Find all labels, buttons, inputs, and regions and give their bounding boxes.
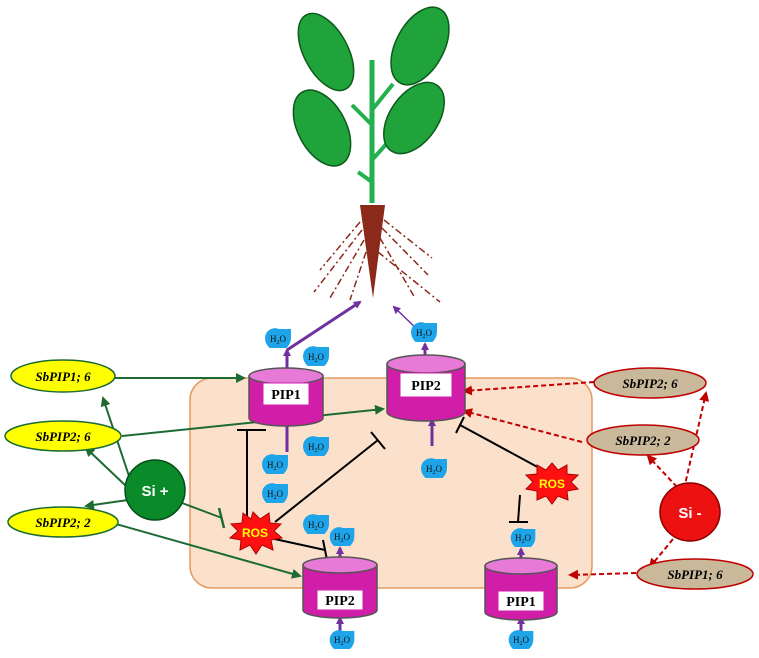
svg-text:SbPIP2; 6: SbPIP2; 6 [35,429,91,444]
svg-text:H2O: H2O [267,489,284,501]
channel-pip1-top: PIP1 [248,367,324,427]
ros-label: ROS [242,526,268,540]
svg-text:H2O: H2O [426,464,443,476]
svg-text:SbPIP2; 2: SbPIP2; 2 [615,433,671,448]
water-drop: H2O [265,328,291,348]
water-drop: H2O [303,436,329,456]
svg-text:H2O: H2O [308,352,325,364]
water-drop: H2O [329,630,355,649]
svg-text:SbPIP1; 6: SbPIP1; 6 [35,369,91,384]
leaf [292,89,352,167]
ros-label: ROS [539,477,565,491]
leaf [390,6,450,86]
pip1-label: PIP1 [271,388,301,403]
leaf [297,12,355,92]
water-drop: H2O [303,346,329,366]
water-drop: H2O [508,630,534,649]
channel-pip2-bottom: PIP2 [302,556,378,619]
root [360,205,385,298]
ros-burst-right: ROS [524,462,580,505]
gene-label-right: SbPIP2; 2 [586,424,700,456]
svg-text:SbPIP2; 2: SbPIP2; 2 [35,515,91,530]
svg-text:H2O: H2O [308,520,325,532]
svg-text:H2O: H2O [308,442,325,454]
svg-text:H2O: H2O [270,334,287,346]
genes-left: SbPIP1; 6 SbPIP2; 6 SbPIP2; 2 [4,359,122,538]
si-minus-node: Si - [659,482,721,542]
plant-branch-mid [350,103,374,127]
svg-text:SbPIP2; 6: SbPIP2; 6 [622,376,678,391]
water-drop: H2O [510,528,536,547]
si-plus-node: Si + [124,459,186,521]
water-drop: H2O [262,454,288,474]
water-drop: H2O [411,322,437,342]
water-drops: H2O H2O H2O H2O H2O H2O H2O H2O H2O H2O … [262,322,536,649]
root-hairs [313,219,441,303]
svg-text:H2O: H2O [334,635,351,647]
water-drop: H2O [329,527,355,546]
pip2-label: PIP2 [325,594,355,609]
gene-label-right: SbPIP1; 6 [636,558,754,590]
channel-pip1-bottom: PIP1 [484,557,558,621]
water-drop: H2O [262,483,288,503]
pip1-label: PIP1 [506,595,536,610]
si-plus-label: Si + [141,483,168,500]
gene-label-right: SbPIP2; 6 [593,367,707,399]
svg-text:H2O: H2O [267,460,284,472]
svg-text:H2O: H2O [416,328,433,340]
plant [292,6,450,303]
leaf [383,81,445,155]
gene-label-left: SbPIP1; 6 [10,359,116,393]
inhibition-lines [237,416,544,561]
ros-burst-left: ROS [228,511,284,555]
svg-text:H2O: H2O [334,532,351,544]
water-drop: H2O [303,514,329,534]
genes-right: SbPIP2; 6 SbPIP2; 2 SbPIP1; 6 [586,367,754,590]
svg-text:SbPIP1; 6: SbPIP1; 6 [667,567,723,582]
gene-label-left: SbPIP2; 2 [7,506,119,538]
pip2-label: PIP2 [411,379,441,394]
plant-branch-upper [370,82,395,112]
svg-text:H2O: H2O [515,533,532,545]
water-drop: H2O [421,458,447,478]
channel-pip2-top: PIP2 [386,354,466,422]
gene-label-left: SbPIP2; 6 [4,420,122,452]
svg-text:H2O: H2O [513,635,530,647]
si-minus-label: Si - [678,505,701,522]
plant-branch-bottom-left [356,170,374,184]
